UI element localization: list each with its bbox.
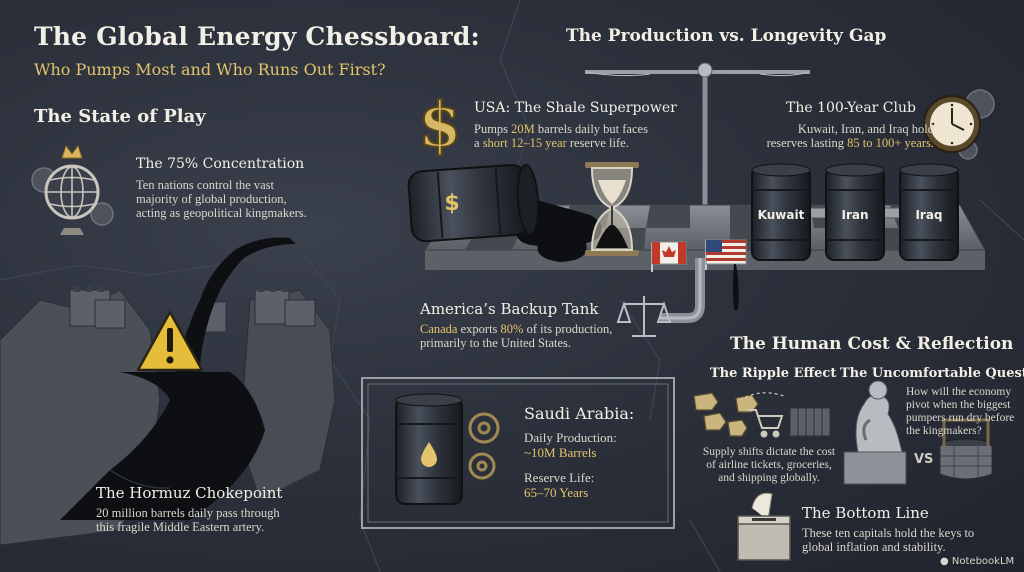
question-title: The Uncomfortable Question [840, 366, 1024, 381]
question-text: How will the economy pivot when the bigg… [906, 386, 1015, 437]
watermark: ● NotebookLM [940, 556, 1015, 567]
saudi-reserve-life: Reserve Life: 65–70 Years [524, 470, 595, 500]
cart-icon [748, 409, 784, 438]
barrel-label-iran: Iran [841, 208, 869, 222]
barrel-label-kuwait: Kuwait [757, 208, 805, 222]
backup-text: Canada exports 80% of its production, pr… [420, 322, 613, 350]
hormuz-canyon [0, 237, 336, 546]
usa-flag-icon [705, 239, 747, 310]
barrel-icon [395, 393, 463, 505]
saudi-panel-frame [361, 377, 675, 529]
vs-label: VS [914, 452, 934, 467]
saudi-production: Daily Production: ~10M Barrels [524, 430, 617, 460]
hormuz-text: 20 million barrels daily pass through th… [96, 506, 280, 534]
barrel-icon [751, 163, 959, 261]
usa-text: Pumps 20M barrels daily but faces a shor… [474, 122, 648, 150]
thinker-statue-icon [843, 380, 907, 485]
canada-flag-icon [651, 241, 687, 272]
gear-icon [468, 412, 500, 480]
crown-icon [61, 144, 83, 159]
concentration-title: The 75% Concentration [136, 156, 305, 172]
barrel-icon: $ [407, 163, 602, 262]
warning-icon [136, 310, 204, 372]
hormuz-title: The Hormuz Chokepoint [96, 484, 283, 502]
shipping-container-icon [789, 407, 831, 437]
ripple-title: The Ripple Effect [710, 366, 837, 381]
barrel-label-iraq: Iraq [915, 208, 943, 222]
club-title: The 100-Year Club [786, 100, 916, 116]
page-title: The Global Energy Chessboard: [34, 22, 480, 51]
ballot-box-icon [737, 492, 791, 561]
price-tag-icon [693, 392, 759, 437]
globe-emblem [31, 144, 114, 235]
bottom-line-text: These ten capitals hold the keys to glob… [802, 526, 975, 554]
dollar-sign-icon: $ [417, 87, 462, 162]
well-icon [939, 418, 993, 480]
usa-title: USA: The Shale Superpower [474, 100, 677, 116]
gap-heading: The Production vs. Longevity Gap [566, 26, 887, 46]
ripple-text: Supply shifts dictate the cost of airlin… [702, 446, 836, 484]
saudi-title: Saudi Arabia: [524, 404, 635, 423]
hourglass-icon [585, 162, 639, 256]
state-of-play-heading: The State of Play [34, 106, 206, 127]
clock-icon [923, 89, 995, 160]
bottom-line-title: The Bottom Line [802, 504, 929, 522]
pipe [660, 258, 705, 323]
backup-title: America’s Backup Tank [420, 300, 599, 318]
concentration-text: Ten nations control the vast majority of… [136, 178, 307, 220]
svg-text:$: $ [418, 88, 461, 161]
svg-text:$: $ [444, 191, 459, 216]
gear-icon [31, 167, 114, 226]
scale-icon [616, 296, 672, 337]
human-heading: The Human Cost & Reflection [730, 334, 1014, 354]
page-subtitle: Who Pumps Most and Who Runs Out First? [34, 60, 386, 79]
club-text: Kuwait, Iran, and Iraq hold reserves las… [766, 122, 934, 150]
